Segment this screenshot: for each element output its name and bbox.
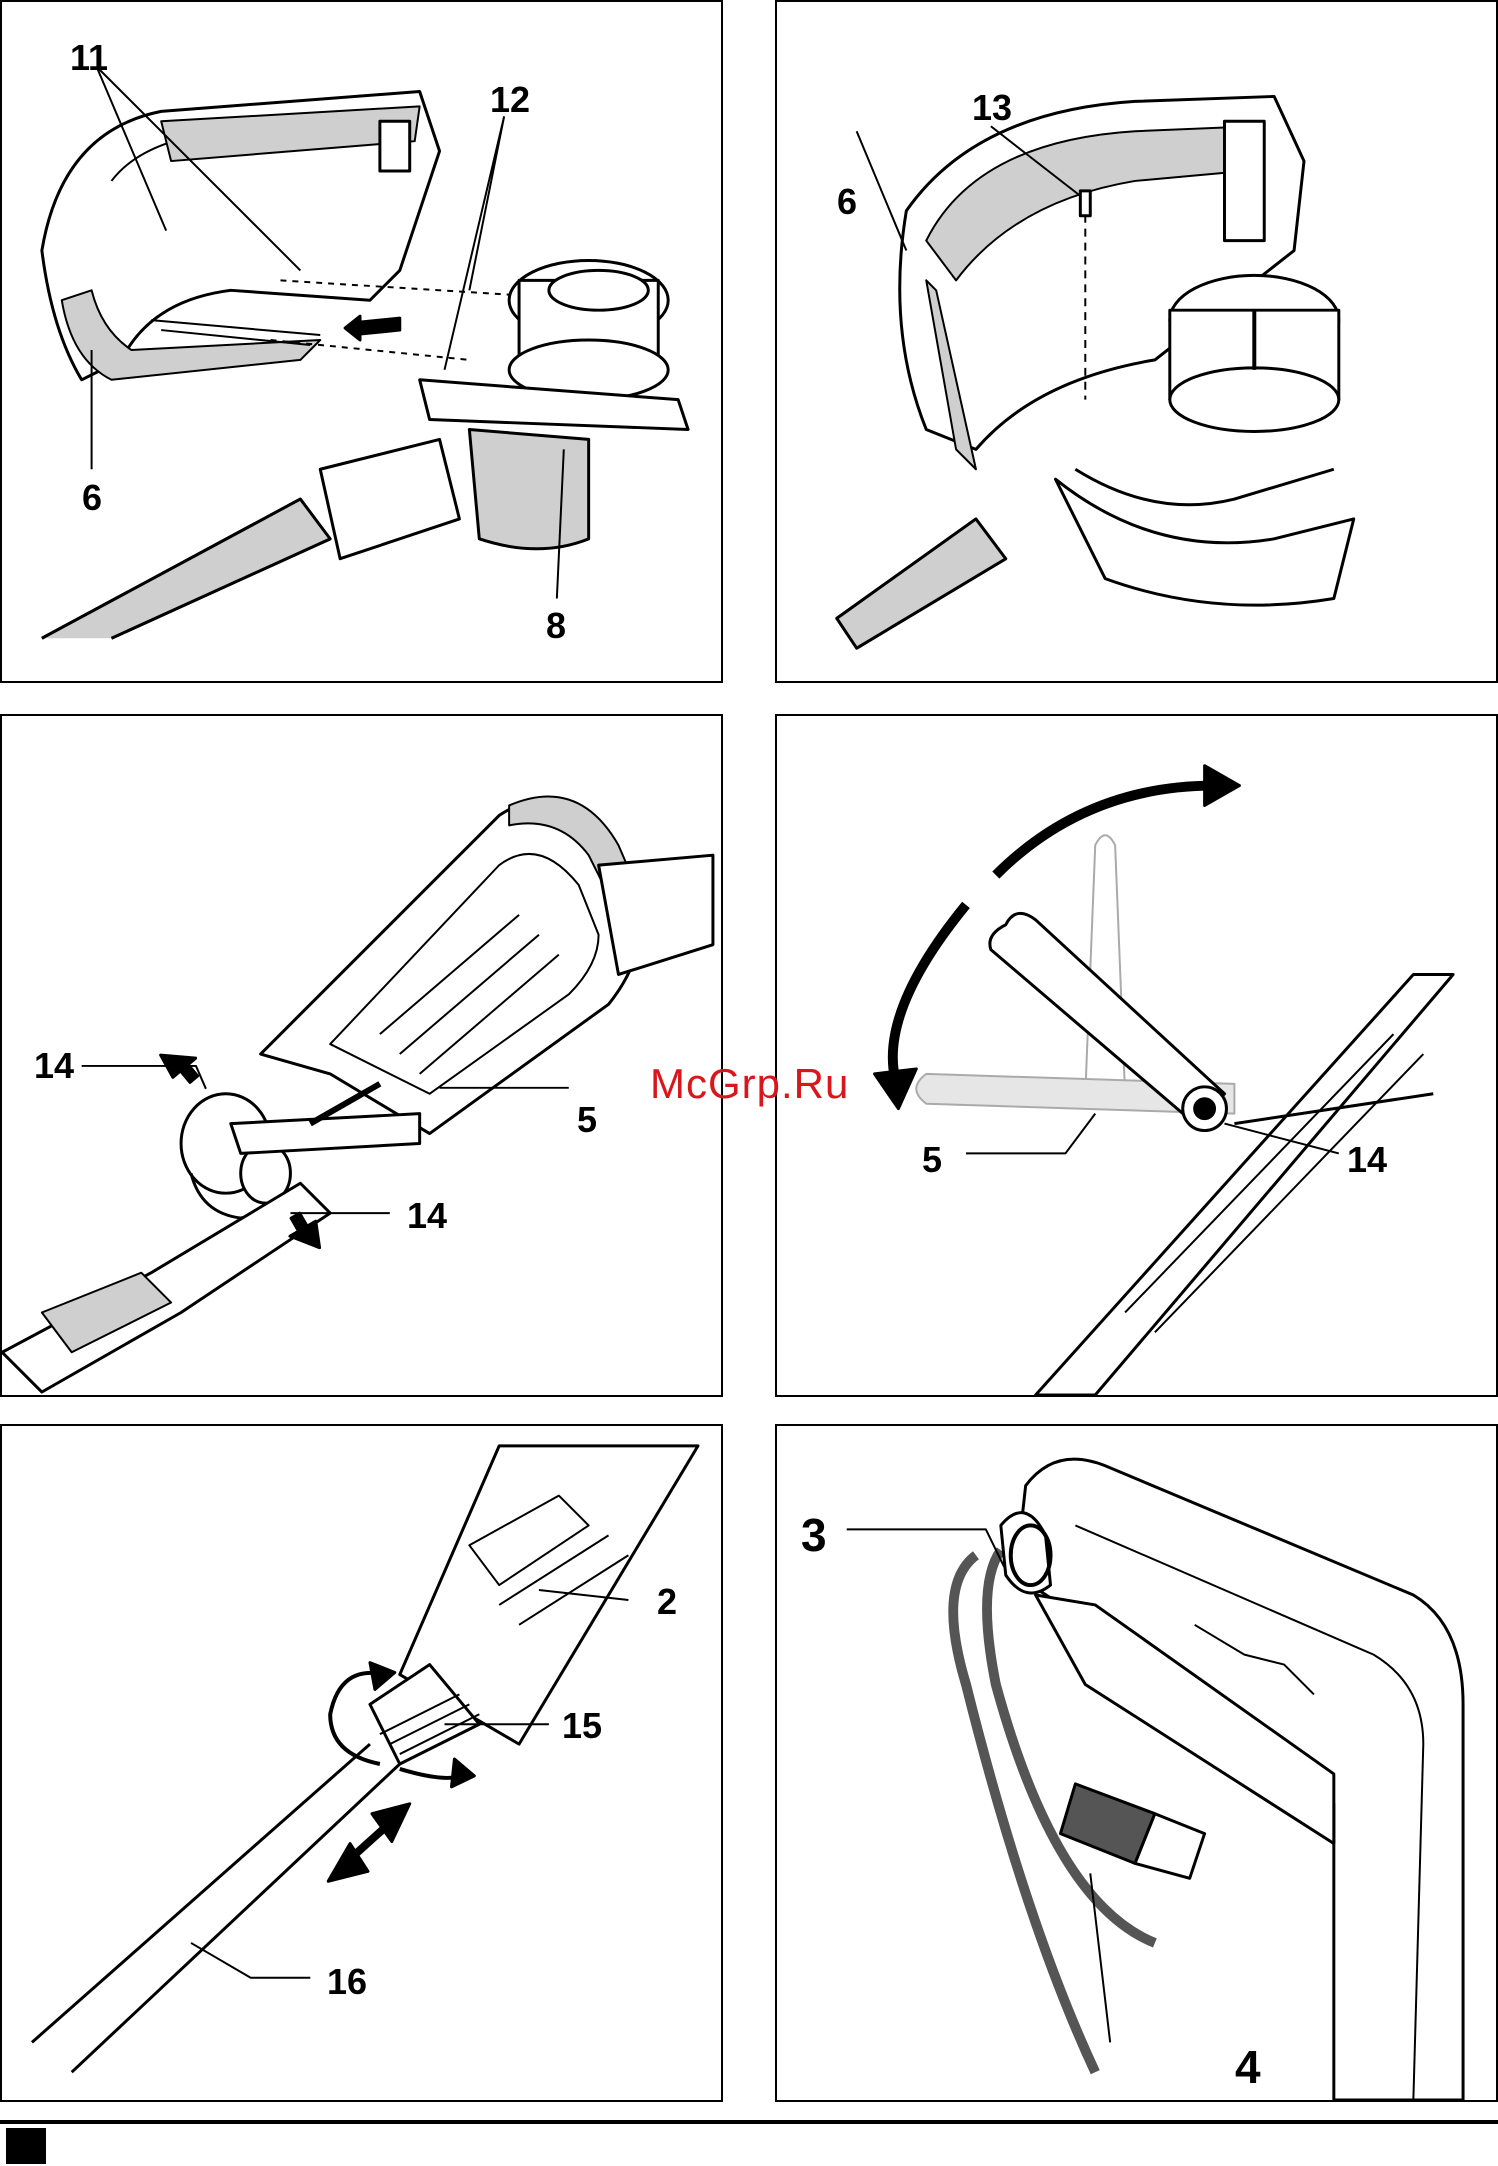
figure-panel-guard-screw: 13 6: [775, 0, 1498, 683]
figure-panel-guard-attach: 11 12 6 8: [0, 0, 723, 683]
figure-panel-handle-rotate: 5 14: [775, 714, 1498, 1397]
callout-5: 5: [922, 1142, 942, 1178]
callout-14: 14: [1347, 1142, 1387, 1178]
callout-12: 12: [490, 82, 530, 118]
callout-13: 13: [972, 90, 1012, 126]
callout-2: 2: [657, 1584, 677, 1620]
footer-page-marker: [6, 2128, 46, 2164]
callout-5: 5: [577, 1102, 597, 1138]
callout-14-top: 14: [34, 1048, 74, 1084]
callout-15: 15: [562, 1708, 602, 1744]
guard-screw-illustration: [777, 2, 1496, 681]
callout-16: 16: [327, 1964, 367, 2000]
watermark-text: McGrp.Ru: [650, 1060, 849, 1108]
callout-3: 3: [801, 1512, 827, 1558]
cable-retainer-illustration: [777, 1426, 1496, 2100]
callout-11: 11: [70, 40, 108, 76]
figure-panel-handle-unlock: 14 5 14: [0, 714, 723, 1397]
handle-rotate-illustration: [777, 716, 1496, 1395]
callout-6: 6: [837, 184, 857, 220]
callout-6: 6: [82, 480, 102, 516]
footer-rule: [0, 2120, 1498, 2124]
callout-8: 8: [546, 608, 566, 644]
callout-14-bottom: 14: [407, 1198, 447, 1234]
figure-panel-shaft-adjust: 2 15 16: [0, 1424, 723, 2102]
handle-unlock-illustration: [2, 716, 721, 1395]
callout-4: 4: [1235, 2044, 1261, 2090]
guard-attach-illustration: [2, 2, 721, 681]
figure-panel-cable-retainer: 3 4: [775, 1424, 1498, 2102]
